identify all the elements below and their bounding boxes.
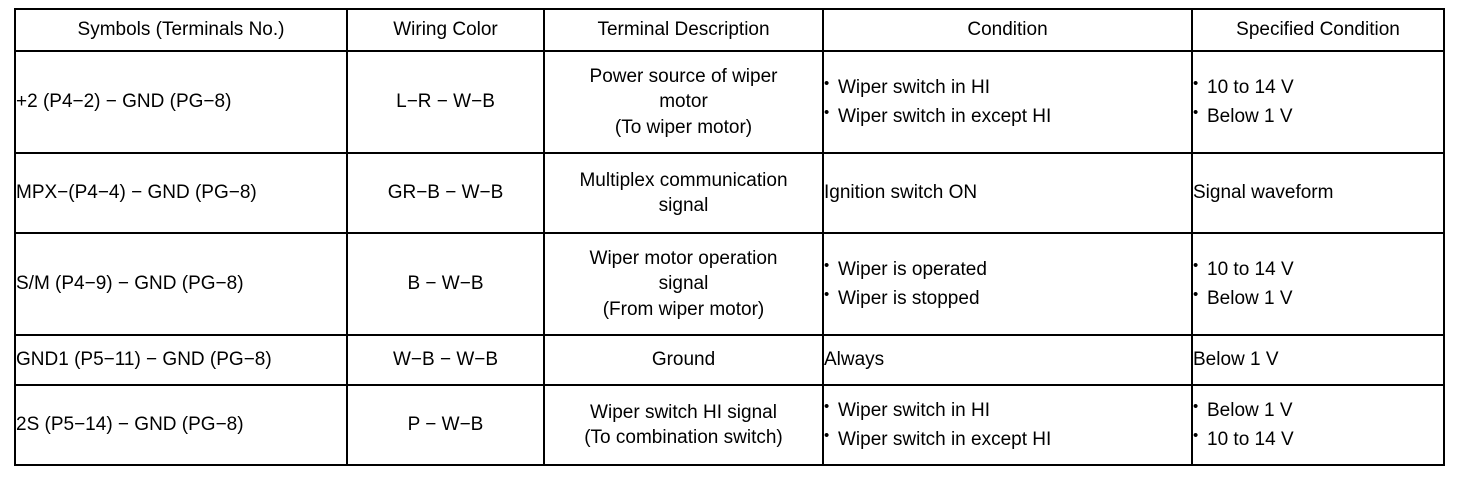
list-item: Wiper switch in HI	[824, 397, 1191, 423]
cell-symbols: GND1 (P5−11) − GND (PG−8)	[14, 334, 348, 386]
condition-text: Ignition switch ON	[824, 182, 978, 204]
column-header-specified-condition: Specified Condition	[1191, 8, 1445, 52]
cell-terminal-description: Multiplex communication signal	[543, 152, 824, 234]
list-item: 10 to 14 V	[1193, 74, 1443, 100]
cell-specified-condition: 10 to 14 V Below 1 V	[1191, 50, 1445, 154]
table-row: 2S (P5−14) − GND (PG−8) P − W−B Wiper sw…	[14, 384, 1445, 466]
list-item: Below 1 V	[1193, 397, 1443, 423]
table-header: Symbols (Terminals No.) Wiring Color Ter…	[14, 8, 1445, 52]
list-item: Below 1 V	[1193, 285, 1443, 311]
specified-condition-text: Signal waveform	[1193, 182, 1334, 204]
cell-condition: Wiper is operated Wiper is stopped	[822, 232, 1193, 336]
terminal-specification-table: Symbols (Terminals No.) Wiring Color Ter…	[14, 8, 1445, 466]
column-header-terminal-description: Terminal Description	[543, 8, 824, 52]
specified-condition-list: Below 1 V 10 to 14 V	[1193, 397, 1443, 452]
table-row: MPX−(P4−4) − GND (PG−8) GR−B − W−B Multi…	[14, 152, 1445, 234]
cell-wiring-color: GR−B − W−B	[346, 152, 545, 234]
condition-list: Wiper switch in HI Wiper switch in excep…	[824, 74, 1191, 129]
cell-terminal-description: Ground	[543, 334, 824, 386]
cell-symbols: MPX−(P4−4) − GND (PG−8)	[14, 152, 348, 234]
cell-specified-condition: 10 to 14 V Below 1 V	[1191, 232, 1445, 336]
list-item: 10 to 14 V	[1193, 426, 1443, 452]
list-item: Wiper is stopped	[824, 285, 1191, 311]
condition-list: Wiper is operated Wiper is stopped	[824, 256, 1191, 311]
cell-wiring-color: L−R − W−B	[346, 50, 545, 154]
list-item: Wiper switch in HI	[824, 74, 1191, 100]
list-item: 10 to 14 V	[1193, 256, 1443, 282]
cell-condition: Always	[822, 334, 1193, 386]
cell-specified-condition: Below 1 V 10 to 14 V	[1191, 384, 1445, 466]
specified-condition-text: Below 1 V	[1193, 349, 1279, 371]
cell-symbols: +2 (P4−2) − GND (PG−8)	[14, 50, 348, 154]
column-header-condition: Condition	[822, 8, 1193, 52]
condition-text: Always	[824, 349, 885, 371]
table-header-row: Symbols (Terminals No.) Wiring Color Ter…	[14, 8, 1445, 52]
cell-wiring-color: P − W−B	[346, 384, 545, 466]
cell-specified-condition: Signal waveform	[1191, 152, 1445, 234]
column-header-wiring-color: Wiring Color	[346, 8, 545, 52]
cell-condition: Ignition switch ON	[822, 152, 1193, 234]
table-body: +2 (P4−2) − GND (PG−8) L−R − W−B Power s…	[14, 50, 1445, 466]
list-item: Wiper is operated	[824, 256, 1191, 282]
list-item: Wiper switch in except HI	[824, 103, 1191, 129]
cell-specified-condition: Below 1 V	[1191, 334, 1445, 386]
cell-terminal-description: Wiper switch HI signal (To combination s…	[543, 384, 824, 466]
specified-condition-list: 10 to 14 V Below 1 V	[1193, 256, 1443, 311]
terminal-spec-table-container: Symbols (Terminals No.) Wiring Color Ter…	[14, 8, 1445, 466]
cell-symbols: 2S (P5−14) − GND (PG−8)	[14, 384, 348, 466]
cell-terminal-description: Wiper motor operation signal (From wiper…	[543, 232, 824, 336]
cell-terminal-description: Power source of wiper motor (To wiper mo…	[543, 50, 824, 154]
column-header-symbols: Symbols (Terminals No.)	[14, 8, 348, 52]
table-row: GND1 (P5−11) − GND (PG−8) W−B − W−B Grou…	[14, 334, 1445, 386]
cell-condition: Wiper switch in HI Wiper switch in excep…	[822, 384, 1193, 466]
specified-condition-list: 10 to 14 V Below 1 V	[1193, 74, 1443, 129]
table-row: +2 (P4−2) − GND (PG−8) L−R − W−B Power s…	[14, 50, 1445, 154]
cell-wiring-color: W−B − W−B	[346, 334, 545, 386]
cell-symbols: S/M (P4−9) − GND (PG−8)	[14, 232, 348, 336]
cell-condition: Wiper switch in HI Wiper switch in excep…	[822, 50, 1193, 154]
list-item: Wiper switch in except HI	[824, 426, 1191, 452]
list-item: Below 1 V	[1193, 103, 1443, 129]
condition-list: Wiper switch in HI Wiper switch in excep…	[824, 397, 1191, 452]
table-row: S/M (P4−9) − GND (PG−8) B − W−B Wiper mo…	[14, 232, 1445, 336]
cell-wiring-color: B − W−B	[346, 232, 545, 336]
